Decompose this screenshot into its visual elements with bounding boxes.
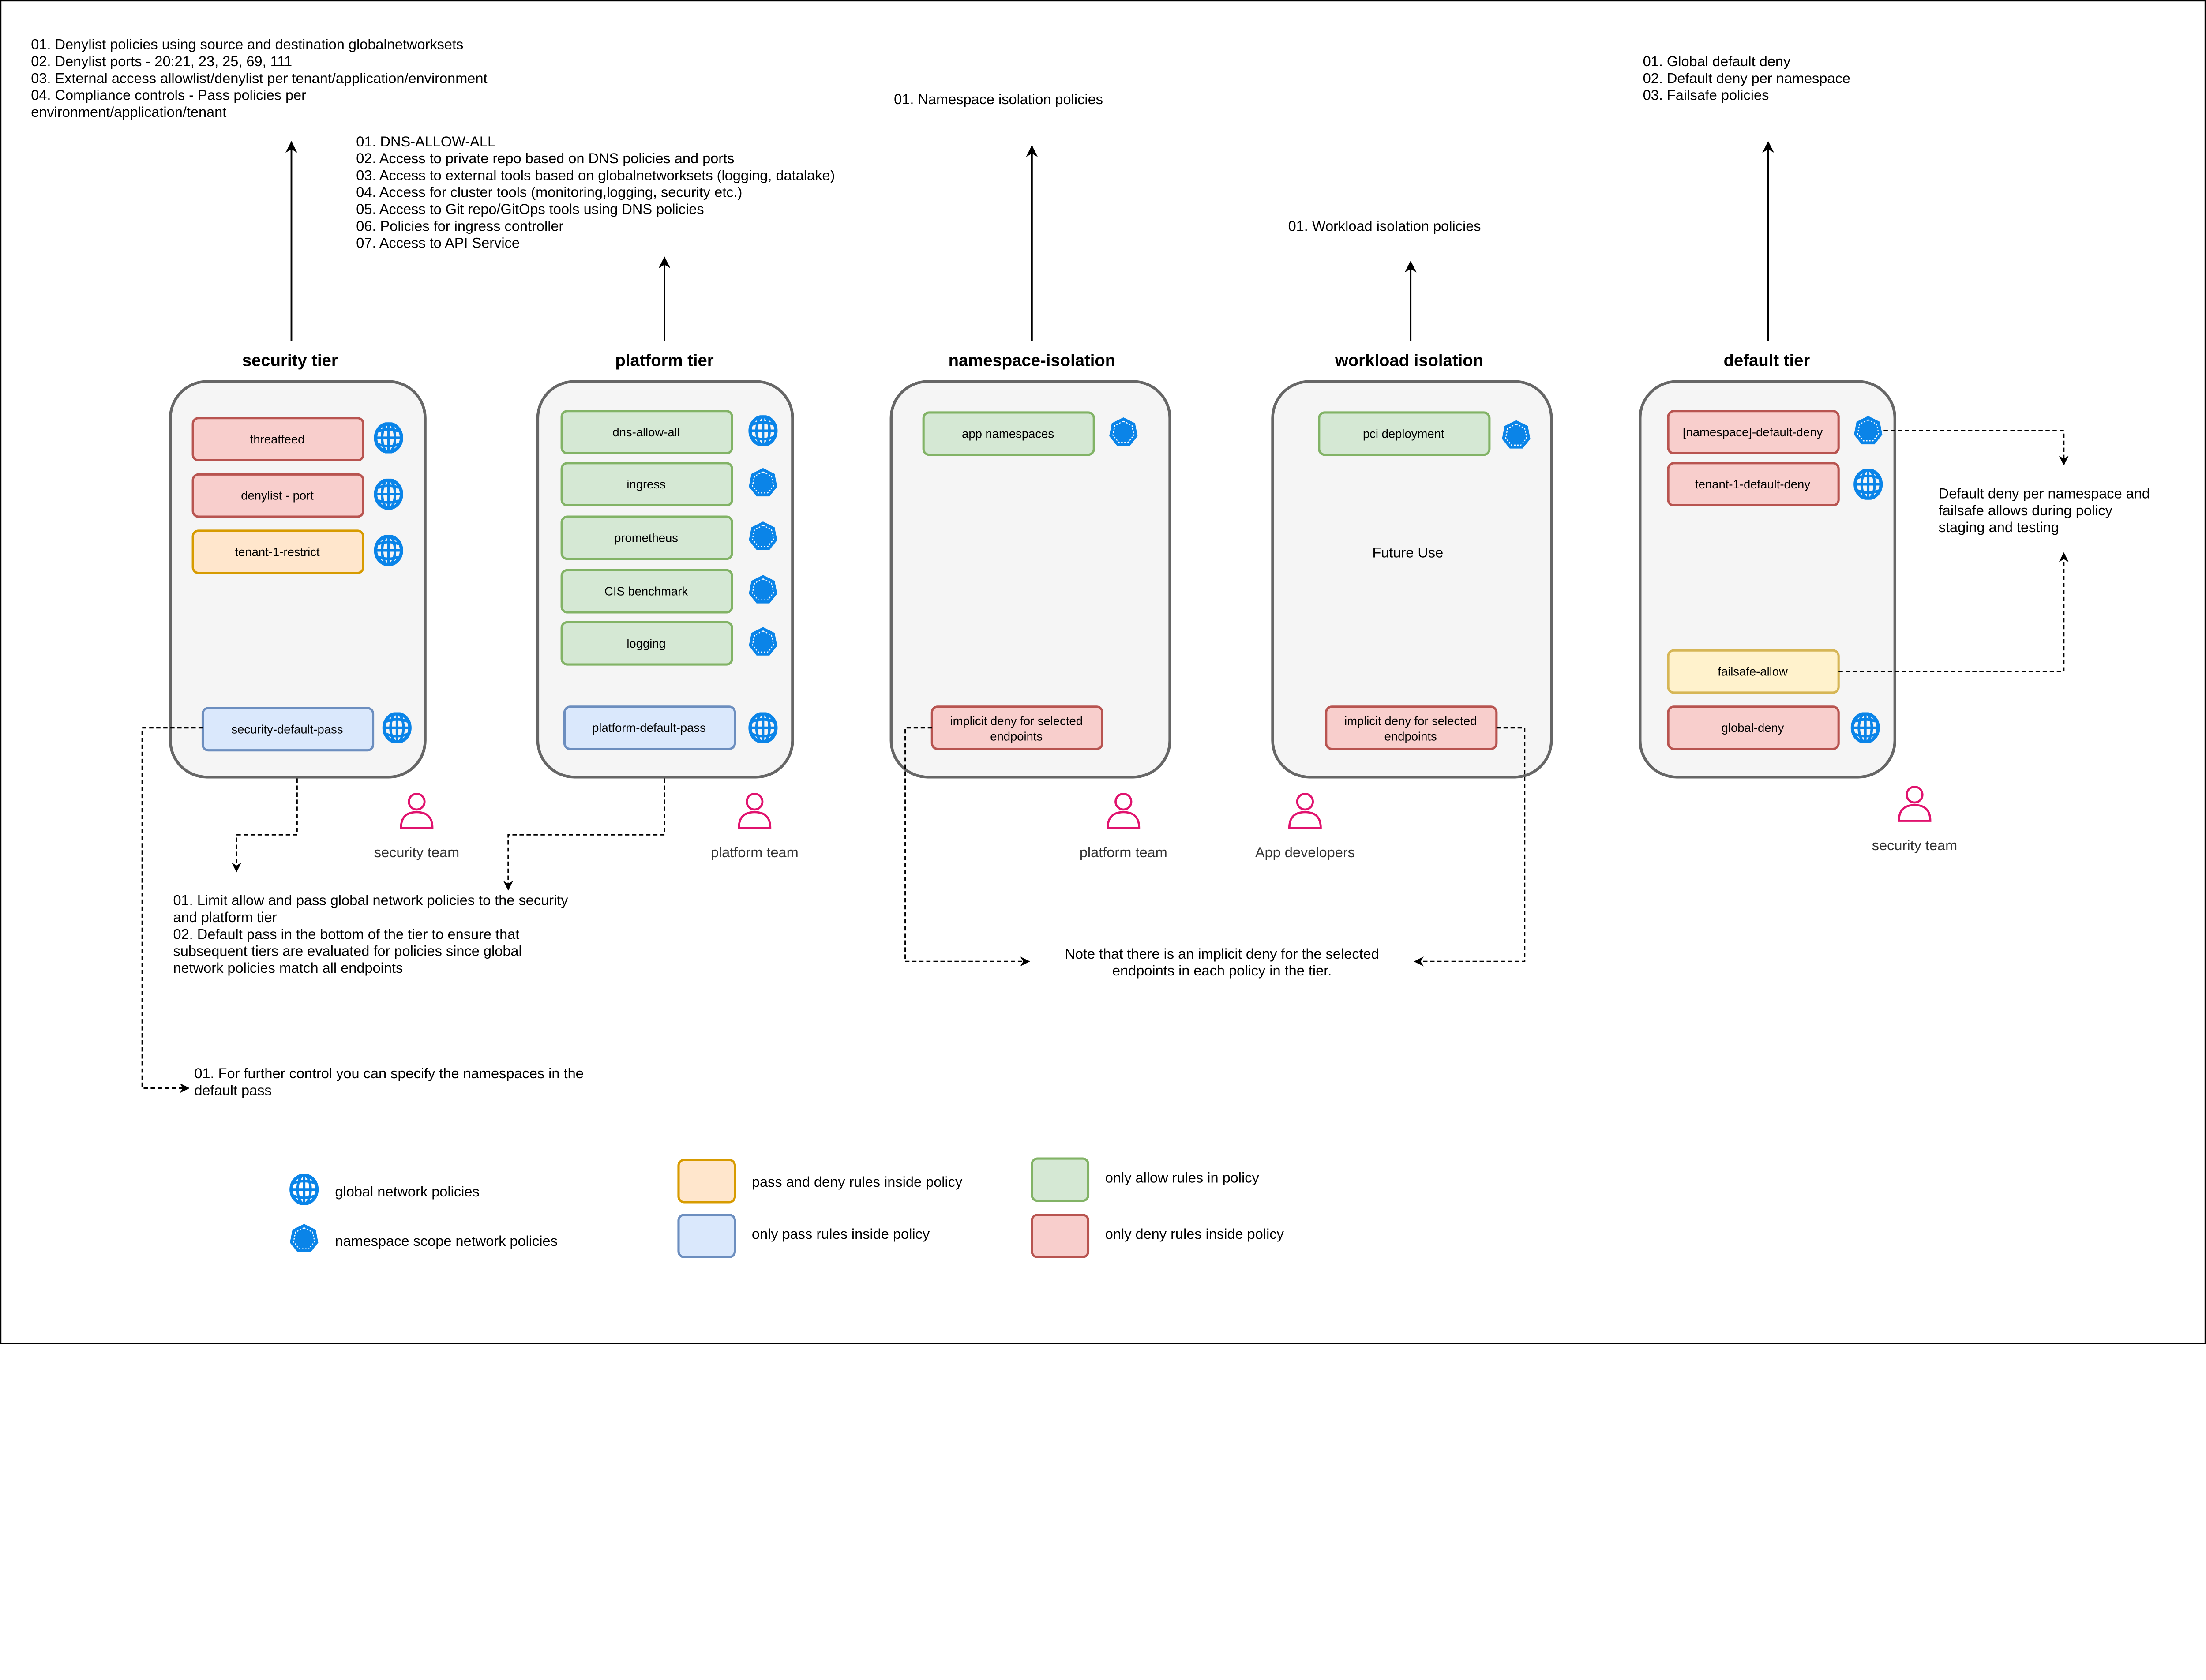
policy-threatfeed[interactable]: threatfeed [191,417,364,461]
implicit-deny-note: Note that there is an implicit deny for … [1065,946,1379,979]
policy-platform-default-pass[interactable]: platform-default-pass [563,705,736,750]
svg-text:threatfeed: threatfeed [250,432,305,446]
namespace-implicit-connector [904,727,1030,967]
future-use-label: Future Use [1372,545,1443,561]
svg-text:pci deployment: pci deployment [1363,427,1444,440]
policy-namespace-default-deny[interactable]: [namespace]-default-deny [1667,410,1840,454]
platform-team-label: platform team [711,844,799,860]
globe-icon [291,1175,317,1204]
svg-text:platform-default-pass: platform-default-pass [592,721,706,735]
svg-text:CIS benchmark: CIS benchmark [604,585,688,598]
app-developers-label: App developers [1255,844,1355,860]
platform-tier-title: platform tier [615,351,713,370]
globe-icon [1853,713,1878,742]
globe-icon [384,713,410,742]
policy-prometheus[interactable]: prometheus [560,515,733,560]
globe-icon [375,424,401,452]
security-tier-notes: 01. Denylist policies using source and d… [31,37,487,120]
svg-text:tenant-1-default-deny: tenant-1-default-deny [1695,477,1810,491]
globe-icon [375,480,401,508]
workload-notes: 01. Workload isolation policies [1288,218,1481,234]
legend: global network policies namespace scope … [289,1157,1284,1258]
legend-pass: only pass rules inside policy [752,1226,930,1242]
legend-swatch-deny [1031,1214,1090,1258]
svg-text:logging: logging [627,637,666,650]
default-deny-connector [1883,430,2069,466]
further-control-note: 01. For further control you can specify … [194,1065,583,1098]
svg-text:failsafe-allow: failsafe-allow [1718,665,1788,679]
policy-cis-benchmark[interactable]: CIS benchmark [560,569,733,614]
svg-text:denylist - port: denylist - port [241,489,314,502]
policy-logging[interactable]: logging [560,621,733,666]
pass-explanation-note: 01. Limit allow and pass global network … [173,892,568,976]
legend-pass-deny: pass and deny rules inside policy [752,1174,963,1190]
svg-text:security-default-pass: security-default-pass [231,722,343,736]
workload-tier-title: workload isolation [1335,351,1483,370]
svg-text:prometheus: prometheus [614,531,678,544]
failsafe-connector [1838,552,2069,672]
svg-text:dns-allow-all: dns-allow-all [612,425,680,439]
namespace-notes: 01. Namespace isolation policies [894,91,1103,107]
tier-diagram: 01. Denylist policies using source and d… [0,0,2206,1345]
default-tier-title: default tier [1724,351,1810,370]
legend-deny: only deny rules inside policy [1105,1226,1284,1242]
security-pass-connector [231,778,298,873]
legend-global: global network policies [335,1184,479,1200]
namespace-tier-container [889,380,1171,779]
security-tier-title: security tier [242,351,338,370]
policy-global-deny[interactable]: global-deny [1667,705,1840,750]
policy-ingress[interactable]: ingress [560,462,733,507]
namespace-tier-title: namespace-isolation [949,351,1116,370]
legend-swatch-pass [677,1214,736,1258]
globe-icon [750,713,776,742]
policy-pci-deployment[interactable]: pci deployment [1318,411,1491,456]
policy-denylist-port[interactable]: denylist - port [191,473,364,518]
legend-namespace: namespace scope network policies [335,1233,558,1249]
platform-pass-connector [503,778,665,891]
default-team-label: security team [1872,837,1957,853]
svg-text:ingress: ingress [627,477,665,491]
policy-tenant-1-default-deny[interactable]: tenant-1-default-deny [1667,462,1840,507]
policy-tenant-1-restrict[interactable]: tenant-1-restrict [191,529,364,574]
security-team-label: security team [374,844,459,860]
svg-text:app namespaces: app namespaces [962,427,1054,440]
namespace-team-label: platform team [1080,844,1167,860]
globe-icon [1855,470,1881,498]
policy-security-default-pass[interactable]: security-default-pass [201,707,375,752]
svg-text:tenant-1-restrict: tenant-1-restrict [235,545,320,559]
legend-swatch-pass-deny [677,1159,736,1204]
legend-swatch-allow [1031,1157,1090,1202]
further-control-connector [141,727,203,1093]
workload-implicit-connector [1414,727,1526,967]
globe-icon [375,536,401,564]
policy-dns-allow-all[interactable]: dns-allow-all [560,410,733,454]
policy-app-namespaces[interactable]: app namespaces [922,411,1095,456]
svg-text:[namespace]-default-deny: [namespace]-default-deny [1683,425,1823,439]
legend-allow: only allow rules in policy [1105,1170,1260,1185]
workload-tier-container [1271,380,1553,779]
svg-text:global-deny: global-deny [1722,721,1784,735]
globe-icon [750,416,776,445]
policy-failsafe-allow[interactable]: failsafe-allow [1667,649,1840,694]
